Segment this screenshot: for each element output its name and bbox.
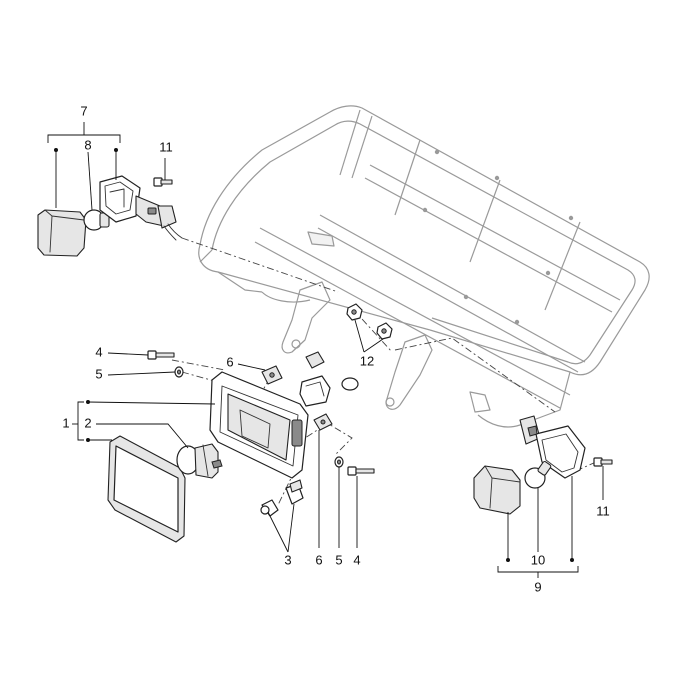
callout-11-right: 11 (596, 503, 610, 518)
callout-labels: 7 8 11 4 5 6 1 2 3 6 5 4 12 10 9 11 (62, 103, 609, 594)
bulb-right (524, 461, 552, 489)
callout-3: 3 (284, 552, 291, 567)
rubber-6-top (261, 365, 283, 385)
callout-10: 10 (531, 552, 545, 567)
callout-2: 2 (84, 415, 91, 430)
turn-signal-housing-left (99, 175, 183, 241)
headlight-reflector-housing (209, 371, 309, 479)
callout-6-top: 6 (226, 354, 233, 369)
leader-dots (54, 148, 574, 562)
turn-signal-lens-right (473, 465, 521, 515)
headlight-lens (107, 435, 186, 543)
callout-4-right: 4 (353, 552, 360, 567)
bolt-4-right (347, 466, 375, 476)
bulb-left (83, 209, 110, 231)
callout-9: 9 (534, 579, 541, 594)
callout-12: 12 (360, 353, 374, 368)
connector (299, 375, 331, 407)
luggage-rack-frame (198, 105, 650, 428)
callout-7: 7 (80, 103, 87, 118)
callout-6-bottom: 6 (315, 552, 322, 567)
spacer-bushings (305, 351, 359, 391)
screw-11-left (153, 177, 173, 187)
nuts-12 (346, 303, 393, 340)
callout-5-right: 5 (335, 552, 342, 567)
callout-8: 8 (84, 137, 91, 152)
rubber-6-bottom (313, 413, 333, 431)
turn-signal-lens-left (37, 209, 87, 257)
callout-5-left: 5 (95, 366, 102, 381)
washer-5-right (334, 456, 344, 468)
leader-lines (47, 122, 604, 578)
headlight-bulb-h4 (176, 443, 223, 479)
callout-11-left: 11 (159, 139, 173, 154)
callout-4-left: 4 (95, 344, 102, 359)
washer-5-left (174, 366, 184, 378)
screw-11-right (593, 457, 613, 467)
bulb-holders-3 (260, 479, 304, 517)
bolt-4-left (147, 350, 175, 360)
assembly-lines (171, 237, 597, 506)
turn-signal-housing-right (519, 415, 586, 479)
callout-1: 1 (62, 415, 69, 430)
